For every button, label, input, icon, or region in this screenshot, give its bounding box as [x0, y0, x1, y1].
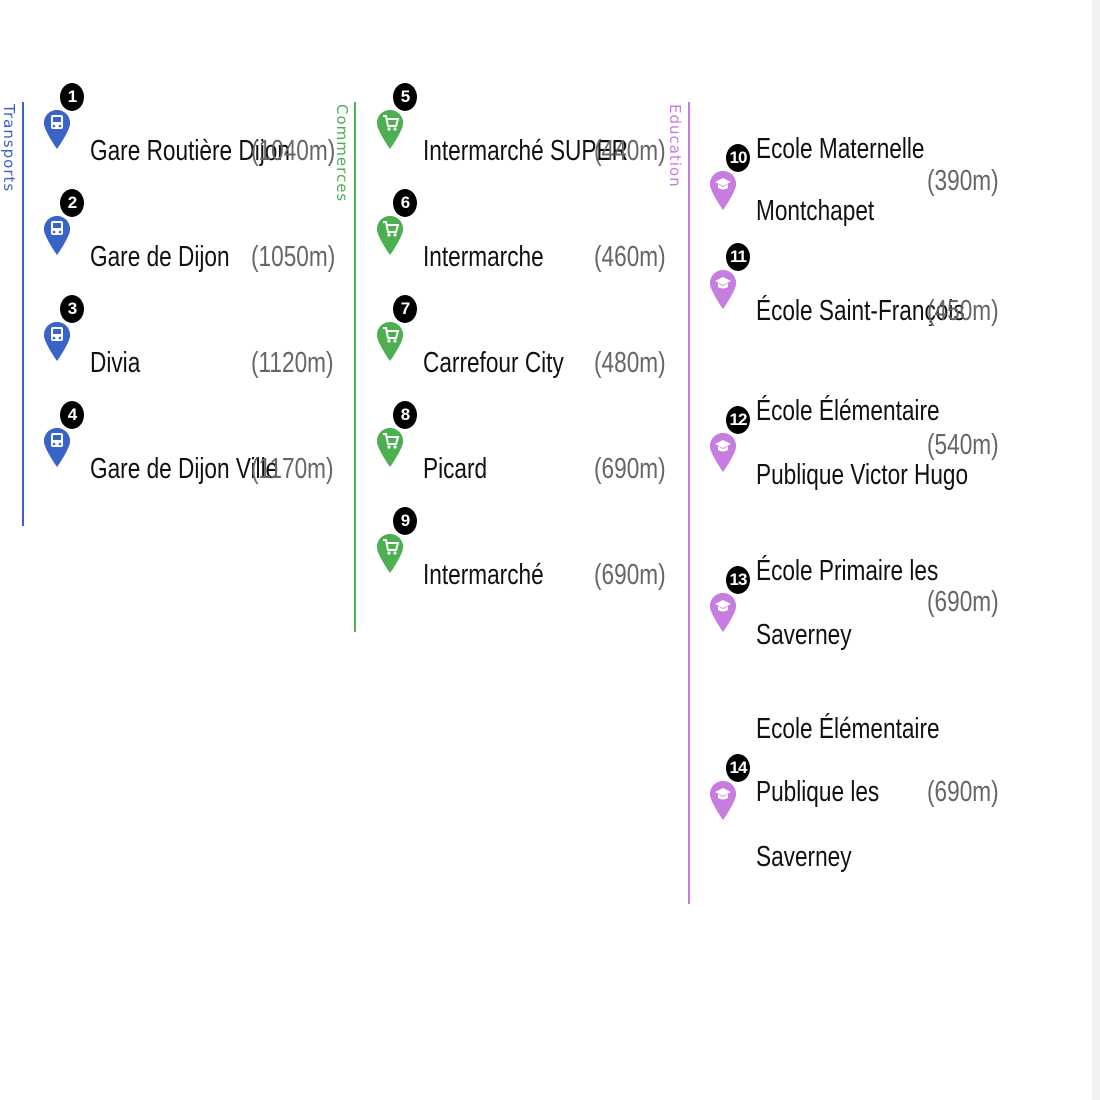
poi-marker: 6	[375, 189, 417, 257]
poi-marker: 9	[375, 507, 417, 575]
commerces-divider	[354, 102, 356, 632]
poi-name: Gare Routière Dijon	[90, 135, 290, 167]
transports-title: Transports	[0, 104, 18, 193]
shopping-cart-icon	[377, 322, 403, 361]
poi-distance: (690m)	[594, 453, 666, 485]
shopping-cart-icon	[377, 534, 403, 573]
poi-number: 14	[726, 754, 750, 782]
poi-number: 5	[393, 83, 417, 111]
poi-number: 13	[726, 566, 750, 594]
poi-name-line: École Élémentaire	[756, 395, 940, 427]
shopping-cart-icon	[377, 110, 403, 149]
poi-distance: (1170m)	[251, 453, 334, 485]
poi-name: Divia	[90, 347, 141, 379]
poi-distance: (690m)	[927, 776, 999, 808]
poi-marker: 3	[42, 295, 84, 363]
transports-divider	[22, 102, 24, 526]
poi-name-line: Montchapet	[756, 195, 875, 227]
poi-number: 9	[393, 507, 417, 535]
poi-distance: (690m)	[927, 586, 999, 618]
poi-number: 4	[60, 401, 84, 429]
poi-distance: (690m)	[594, 559, 666, 591]
poi-name-line: Publique Victor Hugo	[756, 459, 969, 491]
poi-number: 7	[393, 295, 417, 323]
poi-number: 1	[60, 83, 84, 111]
poi-distance: (460m)	[594, 241, 666, 273]
poi-number: 12	[726, 406, 750, 434]
bus-icon	[44, 428, 70, 467]
poi-marker: 11	[708, 243, 750, 311]
poi-marker: 13	[708, 566, 750, 634]
graduation-cap-icon	[710, 270, 736, 309]
poi-marker: 2	[42, 189, 84, 257]
poi-name: Gare de Dijon	[90, 241, 230, 273]
poi-number: 11	[726, 243, 750, 271]
poi-distance: (540m)	[927, 429, 999, 461]
graduation-cap-icon	[710, 433, 736, 472]
graduation-cap-icon	[710, 171, 736, 210]
bus-icon	[44, 322, 70, 361]
poi-name: Gare de Dijon Ville	[90, 453, 279, 485]
poi-distance: (440m)	[594, 135, 666, 167]
poi-number: 8	[393, 401, 417, 429]
education-title: Education	[666, 104, 684, 188]
poi-name: Picard	[423, 453, 488, 485]
poi-distance: (390m)	[927, 165, 999, 197]
poi-distance: (1050m)	[251, 241, 336, 273]
shopping-cart-icon	[377, 428, 403, 467]
poi-name-line: École Saint-François	[756, 295, 965, 327]
poi-name-line: Saverney	[756, 619, 852, 651]
poi-distance: (450m)	[927, 295, 999, 327]
poi-marker: 7	[375, 295, 417, 363]
poi-name-line: Ecole Maternelle	[756, 133, 925, 165]
poi-marker: 5	[375, 83, 417, 151]
poi-name-line: Ecole Élémentaire	[756, 713, 940, 745]
poi-number: 6	[393, 189, 417, 217]
poi-name-line: Saverney	[756, 841, 852, 873]
bus-icon	[44, 216, 70, 255]
graduation-cap-icon	[710, 781, 736, 820]
poi-marker: 14	[708, 754, 750, 822]
right-edge-strip	[1092, 0, 1100, 1100]
poi-number: 10	[726, 144, 750, 172]
poi-name-line: Publique les	[756, 776, 880, 808]
poi-distance: (1120m)	[251, 347, 334, 379]
poi-name: Carrefour City	[423, 347, 564, 379]
poi-number: 2	[60, 189, 84, 217]
poi-name-line: École Primaire les	[756, 555, 939, 587]
shopping-cart-icon	[377, 216, 403, 255]
poi-distance: (1040m)	[251, 135, 336, 167]
poi-marker: 8	[375, 401, 417, 469]
poi-marker: 1	[42, 83, 84, 151]
poi-marker: 12	[708, 406, 750, 474]
commerces-title: Commerces	[333, 104, 351, 203]
education-divider	[688, 102, 690, 904]
poi-name: Intermarche	[423, 241, 544, 273]
poi-name: Intermarché SUPER	[423, 135, 628, 167]
poi-name: Intermarché	[423, 559, 544, 591]
bus-icon	[44, 110, 70, 149]
poi-marker: 4	[42, 401, 84, 469]
graduation-cap-icon	[710, 593, 736, 632]
poi-distance: (480m)	[594, 347, 666, 379]
poi-marker: 10	[708, 144, 750, 212]
poi-number: 3	[60, 295, 84, 323]
